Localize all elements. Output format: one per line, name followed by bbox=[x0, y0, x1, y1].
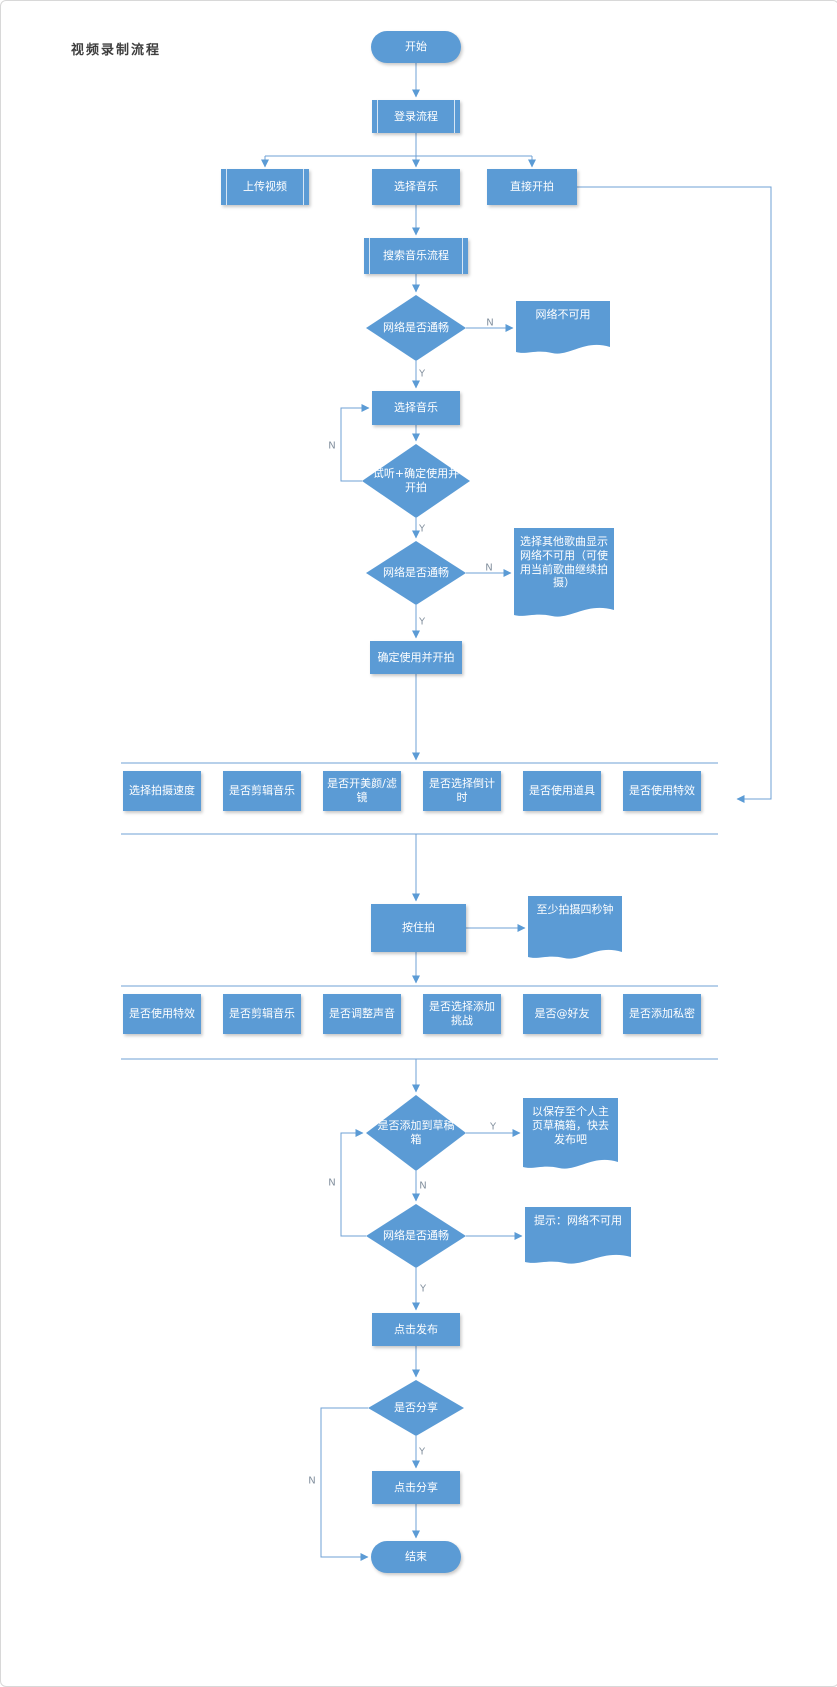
edge-label-no-2: N bbox=[328, 440, 336, 452]
node-upload-video: 上传视频 bbox=[221, 169, 309, 205]
document-other-song-network: 选择其他歌曲显示网络不可用（可使用当前歌曲继续拍摄） bbox=[514, 528, 614, 620]
edge-label-no-6: N bbox=[308, 1475, 316, 1487]
node-confirm-shoot: 确定使用并开拍 bbox=[370, 641, 462, 674]
node-direct-shoot: 直接开拍 bbox=[487, 169, 577, 205]
node-login-process: 登录流程 bbox=[372, 100, 460, 133]
node-start: 开始 bbox=[371, 31, 461, 63]
node-share: 点击分享 bbox=[372, 1471, 460, 1504]
node-end: 结束 bbox=[371, 1541, 461, 1573]
option-edit-music-2: 是否剪辑音乐 bbox=[223, 994, 301, 1034]
node-choose-music-2: 选择音乐 bbox=[372, 391, 460, 425]
edge-label-yes-4: Y bbox=[489, 1121, 497, 1133]
option-adjust-sound: 是否调整声音 bbox=[323, 994, 401, 1034]
option-private: 是否添加私密 bbox=[623, 994, 701, 1034]
option-edit-music-1: 是否剪辑音乐 bbox=[223, 771, 301, 811]
option-effects-2: 是否使用特效 bbox=[123, 994, 201, 1034]
diagram-title: 视频录制流程 bbox=[71, 43, 162, 58]
edge-label-no-5: N bbox=[328, 1177, 336, 1189]
edge-label-yes-6: Y bbox=[418, 1446, 426, 1458]
node-hold-to-shoot: 按住拍 bbox=[371, 904, 466, 952]
edge-label-yes-1: Y bbox=[418, 368, 426, 380]
option-add-challenge: 是否选择添加挑战 bbox=[423, 994, 501, 1034]
node-publish: 点击发布 bbox=[372, 1313, 460, 1346]
option-shoot-speed: 选择拍摄速度 bbox=[123, 771, 201, 811]
document-network-unavailable: 网络不可用 bbox=[516, 301, 610, 357]
edge-label-yes-2: Y bbox=[418, 523, 426, 535]
edge-label-yes-3: Y bbox=[418, 616, 426, 628]
edge-label-no-4: N bbox=[419, 1180, 427, 1192]
option-beauty-filter: 是否开美颜/滤镜 bbox=[323, 771, 401, 811]
document-saved-to-draft: 以保存至个人主页草稿箱，快去发布吧 bbox=[523, 1098, 618, 1172]
option-at-friends: 是否@好友 bbox=[523, 994, 601, 1034]
node-choose-music: 选择音乐 bbox=[372, 169, 460, 205]
option-props: 是否使用道具 bbox=[523, 771, 601, 811]
edge-label-no-3: N bbox=[485, 562, 493, 574]
option-effects-1: 是否使用特效 bbox=[623, 771, 701, 811]
edge-label-no-1: N bbox=[486, 317, 494, 329]
edge-label-yes-5: Y bbox=[419, 1283, 427, 1295]
option-countdown: 是否选择倒计时 bbox=[423, 771, 501, 811]
node-search-music-process: 搜索音乐流程 bbox=[364, 238, 468, 274]
